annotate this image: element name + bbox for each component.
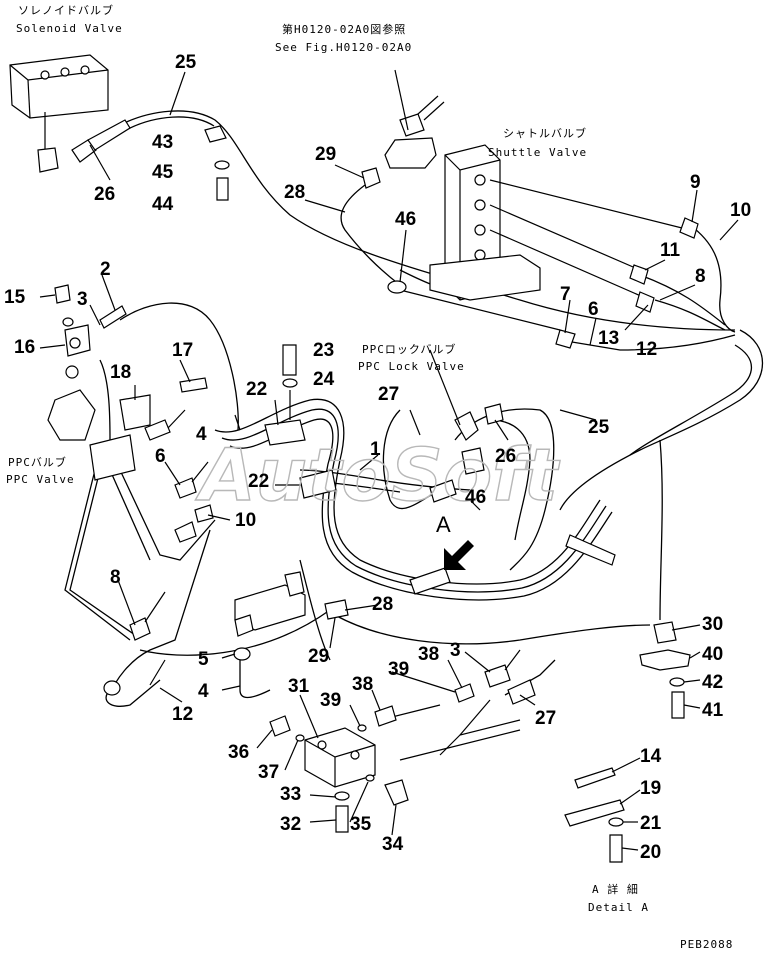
part-number: 27 — [535, 708, 556, 729]
part-number: 25 — [588, 417, 610, 438]
part-number: 37 — [258, 762, 279, 783]
junction-block — [304, 727, 376, 788]
solenoid-valve-body — [9, 54, 131, 173]
part-number: 10 — [235, 510, 256, 531]
part-number: 9 — [690, 172, 701, 193]
part-number: 31 — [288, 676, 310, 697]
detail-label-en: Detail A — [588, 901, 649, 914]
part-number: 43 — [152, 132, 173, 153]
part-number: 3 — [450, 640, 461, 661]
watermark: AutoSoft — [195, 433, 561, 517]
part-number: 28 — [372, 594, 393, 615]
ppclock-label-jp: PPCロックバルブ — [362, 342, 456, 356]
part-number: 38 — [352, 674, 373, 695]
part-number: 45 — [152, 162, 174, 183]
parts — [9, 54, 699, 863]
solenoid-label-jp: ソレノイドバルブ — [18, 3, 114, 17]
part-number: 20 — [640, 842, 661, 863]
part-number: 39 — [388, 659, 409, 680]
part-number: 7 — [560, 284, 571, 305]
part-number: 16 — [14, 337, 35, 358]
part-number: 4 — [196, 424, 207, 445]
part-number: 36 — [228, 742, 249, 763]
ppc-label-jp: PPCバルブ — [8, 455, 67, 469]
part-number: 46 — [465, 487, 486, 508]
part-number: 8 — [695, 266, 706, 287]
part-number: 23 — [313, 340, 334, 361]
part-number: 6 — [588, 299, 599, 320]
part-number: 26 — [94, 184, 115, 205]
view-a-label: A — [436, 512, 451, 537]
hose-lines — [64, 110, 763, 761]
part-number: 46 — [395, 209, 416, 230]
part-number: 44 — [152, 194, 174, 215]
part-number: 18 — [110, 362, 131, 383]
part-number: 34 — [382, 834, 404, 855]
part-number: 22 — [248, 471, 269, 492]
caption-labels: ソレノイドバルブ Solenoid Valve 第H0120-02A0図参照 S… — [6, 3, 733, 951]
part-number: 15 — [4, 287, 26, 308]
part-number: 17 — [172, 340, 193, 361]
part-number: 24 — [313, 369, 335, 390]
part-number: 5 — [198, 649, 209, 670]
part-number: 1 — [370, 439, 381, 460]
part-number: 28 — [284, 182, 305, 203]
part-number: 26 — [495, 446, 516, 467]
leader-lines — [39, 69, 739, 851]
detail-label-jp: A 詳 細 — [592, 882, 639, 896]
part-number: 12 — [636, 339, 657, 360]
ppclock-label-en: PPC Lock Valve — [358, 360, 465, 373]
part-number: 4 — [198, 681, 209, 702]
part-number: 12 — [172, 704, 193, 725]
part-number: 32 — [280, 814, 301, 835]
shuttle-label-jp: シャトルバルブ — [503, 126, 587, 140]
part-number: 6 — [155, 446, 166, 467]
part-number: 33 — [280, 784, 301, 805]
part-number: 40 — [702, 644, 723, 665]
part-number: 14 — [640, 746, 662, 767]
ppc-label-en: PPC Valve — [6, 473, 75, 486]
part-number: 38 — [418, 644, 439, 665]
part-number: 8 — [110, 567, 121, 588]
part-number: 29 — [308, 646, 329, 667]
ppc-valve-body — [47, 365, 151, 481]
part-number: 42 — [702, 672, 723, 693]
part-number: 21 — [640, 813, 662, 834]
shuttle-label-en: Shuttle Valve — [488, 146, 587, 159]
part-number: 2 — [100, 259, 111, 280]
part-number: 19 — [640, 778, 661, 799]
part-number: 39 — [320, 690, 341, 711]
shuttle-valve-body — [429, 144, 699, 349]
part-number: 29 — [315, 144, 336, 165]
seefig-label-jp: 第H0120-02A0図参照 — [282, 22, 406, 36]
part-number: 22 — [246, 379, 267, 400]
part-number: 3 — [77, 289, 88, 310]
part-number: 10 — [730, 200, 751, 221]
seefig-label-en: See Fig.H0120-02A0 — [275, 41, 412, 54]
part-number: 41 — [702, 700, 724, 721]
drawing-code: PEB2088 — [680, 938, 733, 951]
part-number: 11 — [660, 240, 681, 261]
part-number: 35 — [350, 814, 372, 835]
part-number: 30 — [702, 614, 723, 635]
part-numbers: 25 43 45 44 26 29 28 46 9 10 11 8 7 6 13… — [4, 52, 751, 863]
solenoid-label-en: Solenoid Valve — [16, 22, 123, 35]
part-number: 13 — [598, 328, 619, 349]
part-number: 27 — [378, 384, 399, 405]
part-number: 25 — [175, 52, 197, 73]
